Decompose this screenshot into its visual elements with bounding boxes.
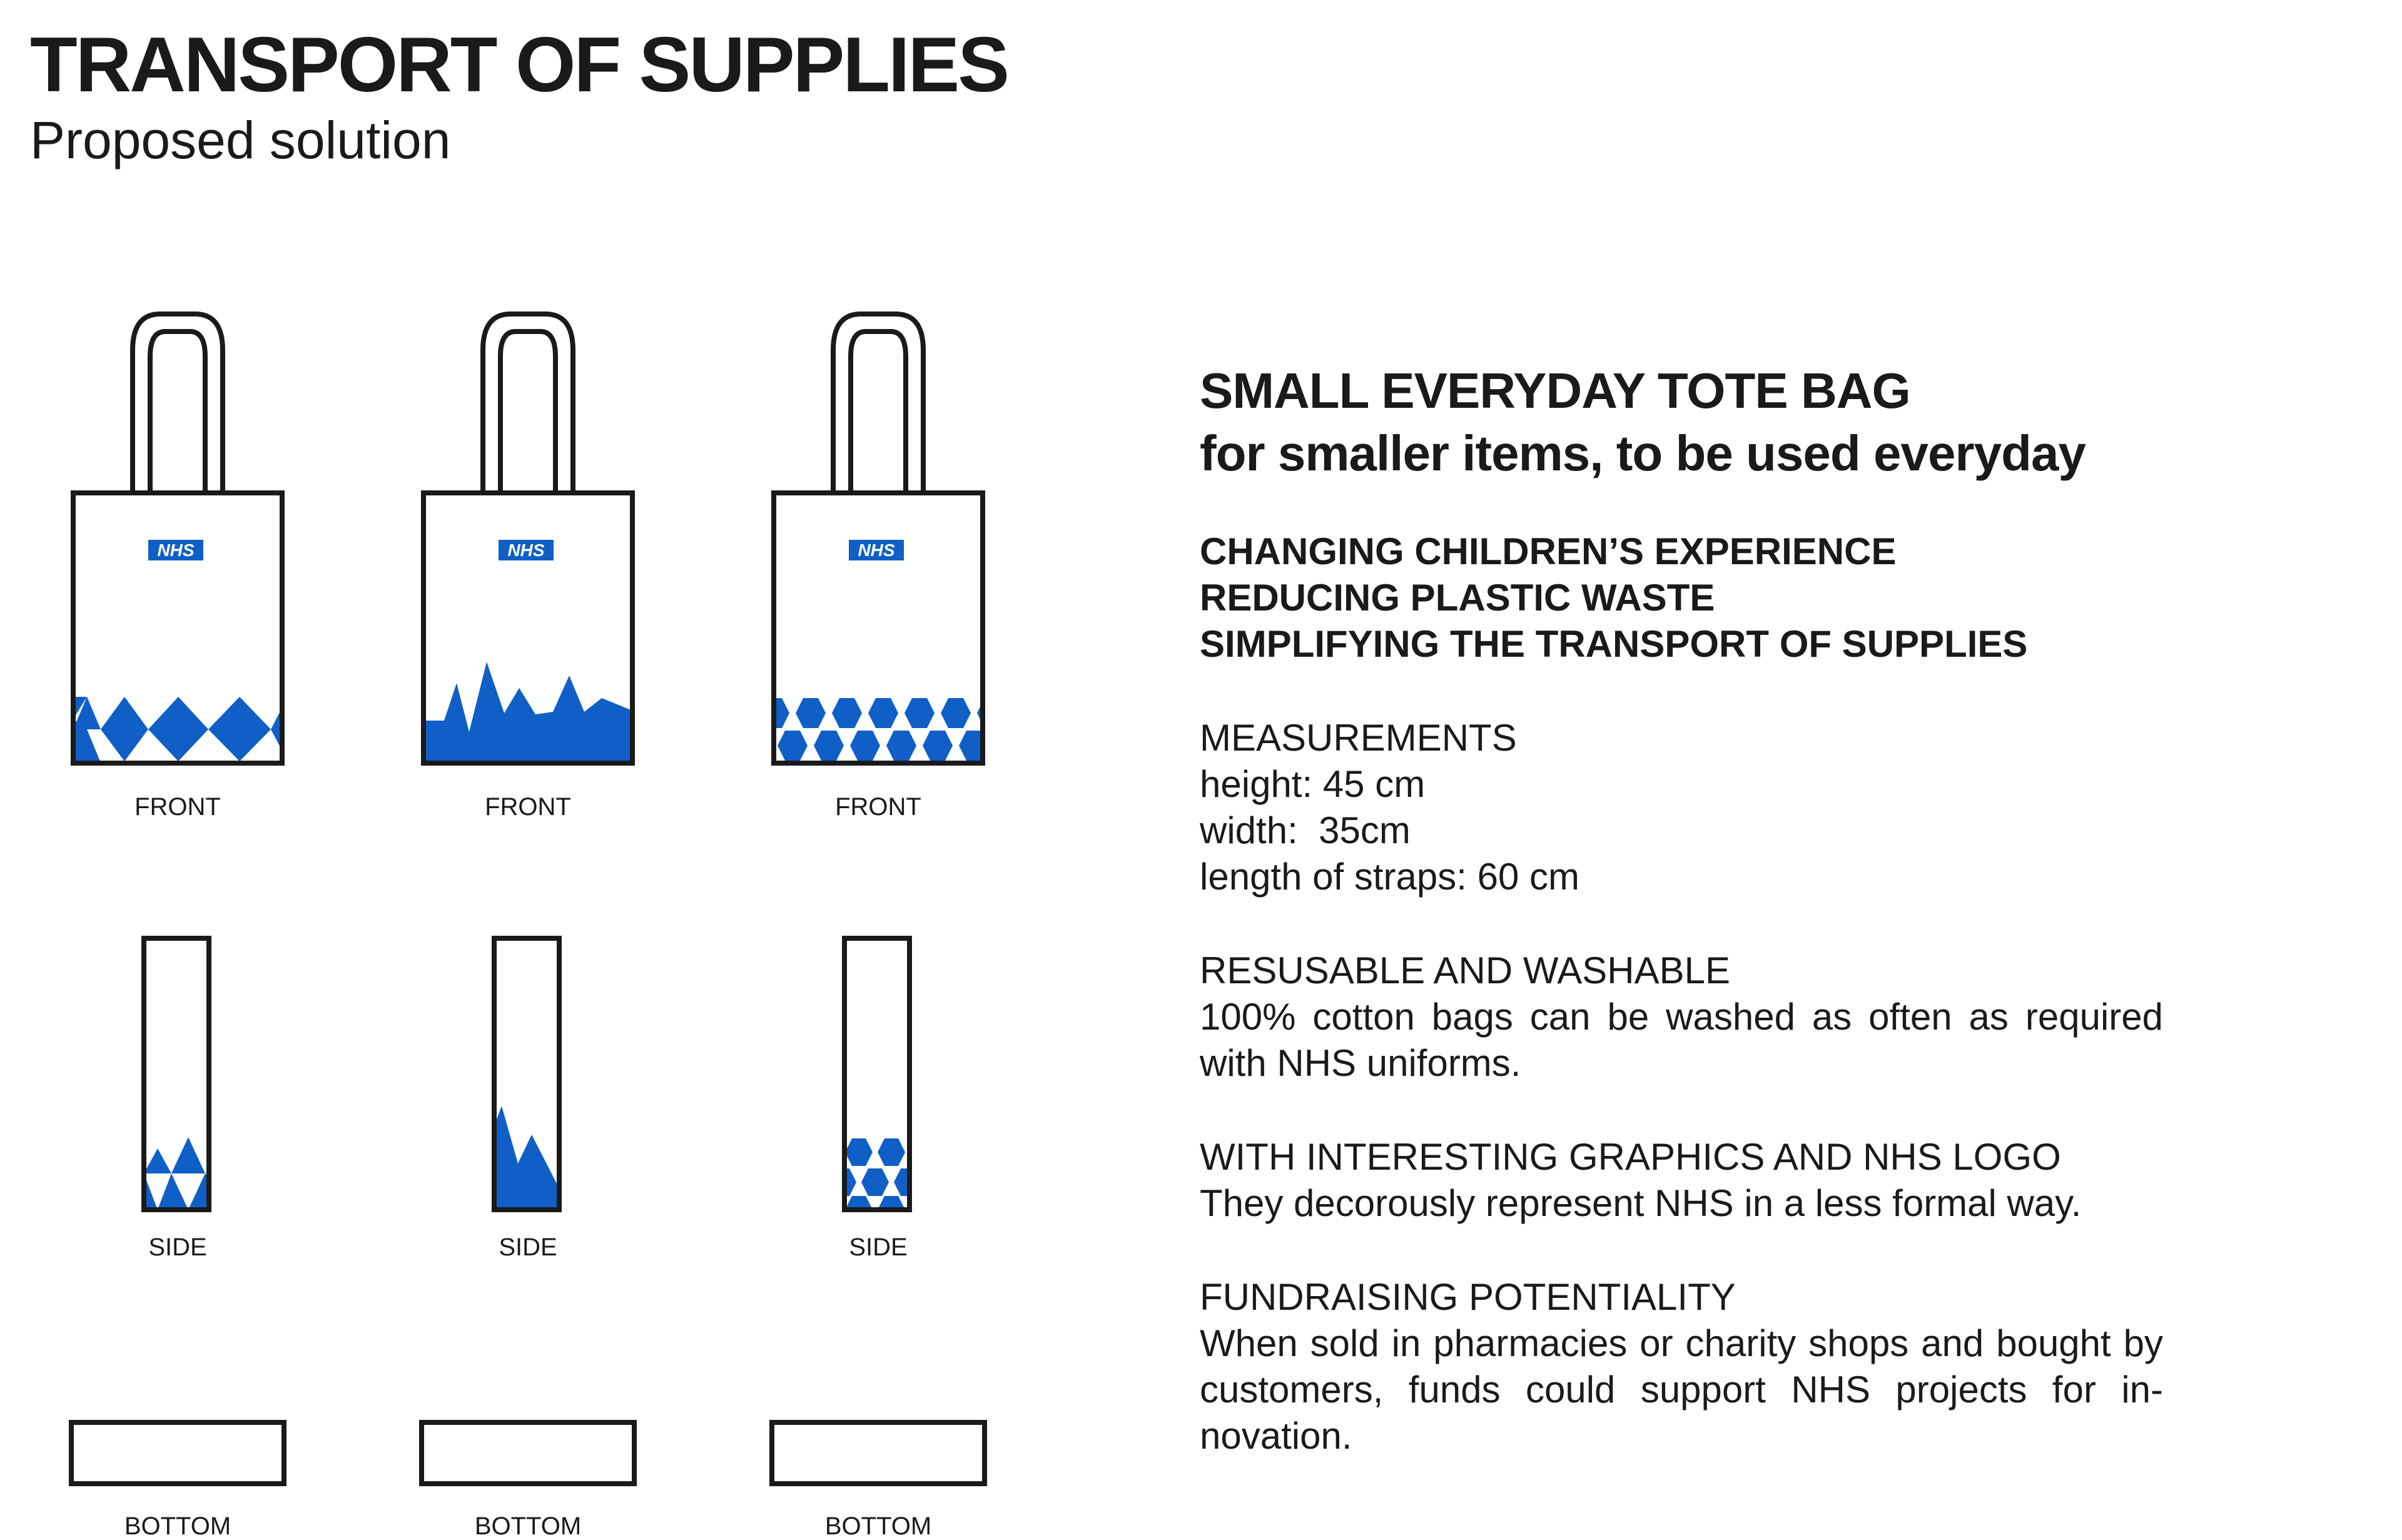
strap-inner (498, 329, 558, 493)
section-body: When sold in pharmacies or charity shops… (1200, 1322, 2163, 1457)
bottom-panel (69, 1420, 286, 1486)
section-heading: FUNDRAISING POTENTIALITY (1200, 1276, 1736, 1318)
measurement-height: height: 45 cm (1200, 763, 1426, 805)
triangle-pattern (73, 697, 282, 761)
bag-body (771, 490, 985, 766)
nhs-logo-text: NHS (858, 540, 894, 560)
section-heading: WITH INTERESTING GRAPHICS AND NHS LOGO (1200, 1136, 2061, 1178)
side-label: SIDE (148, 1234, 207, 1261)
section-heading: RESUSABLE AND WASHABLE (1200, 950, 1731, 991)
measurements-section: MEASUREMENTS height: 45 cm width: 35cm l… (1200, 715, 2163, 900)
strap-outer (480, 312, 575, 493)
fundraising-section: FUNDRAISING POTENTIALITY When sold in ph… (1200, 1274, 2163, 1459)
page-title: TRANSPORT OF SUPPLIES (30, 22, 1010, 108)
measurement-width: width: 35cm (1200, 809, 1411, 851)
nhs-logo: NHS (849, 540, 904, 560)
bottom-label: BOTTOM (824, 1512, 932, 1540)
benefit-item: REDUCING PLASTIC WASTE (1200, 577, 1715, 619)
description-panel: SMALL EVERYDAY TOTE BAG for smaller item… (1200, 360, 2163, 1459)
product-title: SMALL EVERYDAY TOTE BAG for smaller item… (1200, 360, 2163, 485)
front-label: FRONT (134, 793, 221, 821)
graphics-section: WITH INTERESTING GRAPHICS AND NHS LOGO T… (1200, 1134, 2163, 1227)
reusable-section: RESUSABLE AND WASHABLE 100% cotton bags … (1200, 948, 2163, 1087)
product-tagline: for smaller items, to be used everyday (1200, 425, 2086, 481)
side-panel (842, 936, 912, 1212)
nhs-logo-text: NHS (507, 540, 544, 560)
nhs-logo: NHS (499, 540, 554, 560)
section-body: 100% cotton bags can be washed as often … (1200, 996, 2163, 1084)
side-label: SIDE (499, 1234, 557, 1261)
strap-outer (831, 312, 926, 493)
strap-inner (848, 329, 908, 493)
side-label: SIDE (849, 1234, 908, 1261)
nhs-logo: NHS (148, 540, 203, 560)
bottom-panel (769, 1420, 987, 1486)
hexagon-pattern-side (844, 1138, 910, 1210)
peaks-pattern (423, 662, 632, 761)
bag-body (421, 490, 635, 766)
section-body: They decorously represent NHS in a less … (1200, 1182, 2082, 1224)
side-panel (141, 936, 211, 1212)
triangle-pattern-side (144, 1137, 209, 1210)
bag-body (71, 490, 285, 766)
peaks-pattern-side (494, 1106, 559, 1210)
strap-outer (130, 312, 225, 493)
bottom-panel (419, 1420, 637, 1486)
strap-inner (148, 329, 208, 493)
page-subtitle: Proposed solution (30, 111, 451, 170)
measurement-straps: length of straps: 60 cm (1200, 856, 1579, 898)
front-label: FRONT (835, 793, 921, 821)
benefit-item: SIMPLIFYING THE TRANSPORT OF SUPPLIES (1200, 623, 2028, 665)
section-heading: MEASUREMENTS (1200, 717, 1517, 759)
benefit-list: CHANGING CHILDREN’S EXPERIENCE REDUCING … (1200, 529, 2163, 667)
side-panel (492, 936, 562, 1212)
benefit-item: CHANGING CHILDREN’S EXPERIENCE (1200, 530, 1897, 572)
nhs-logo-text: NHS (157, 540, 194, 560)
product-name: SMALL EVERYDAY TOTE BAG (1200, 363, 1911, 418)
front-label: FRONT (485, 793, 571, 821)
hexagon-pattern (774, 698, 983, 761)
